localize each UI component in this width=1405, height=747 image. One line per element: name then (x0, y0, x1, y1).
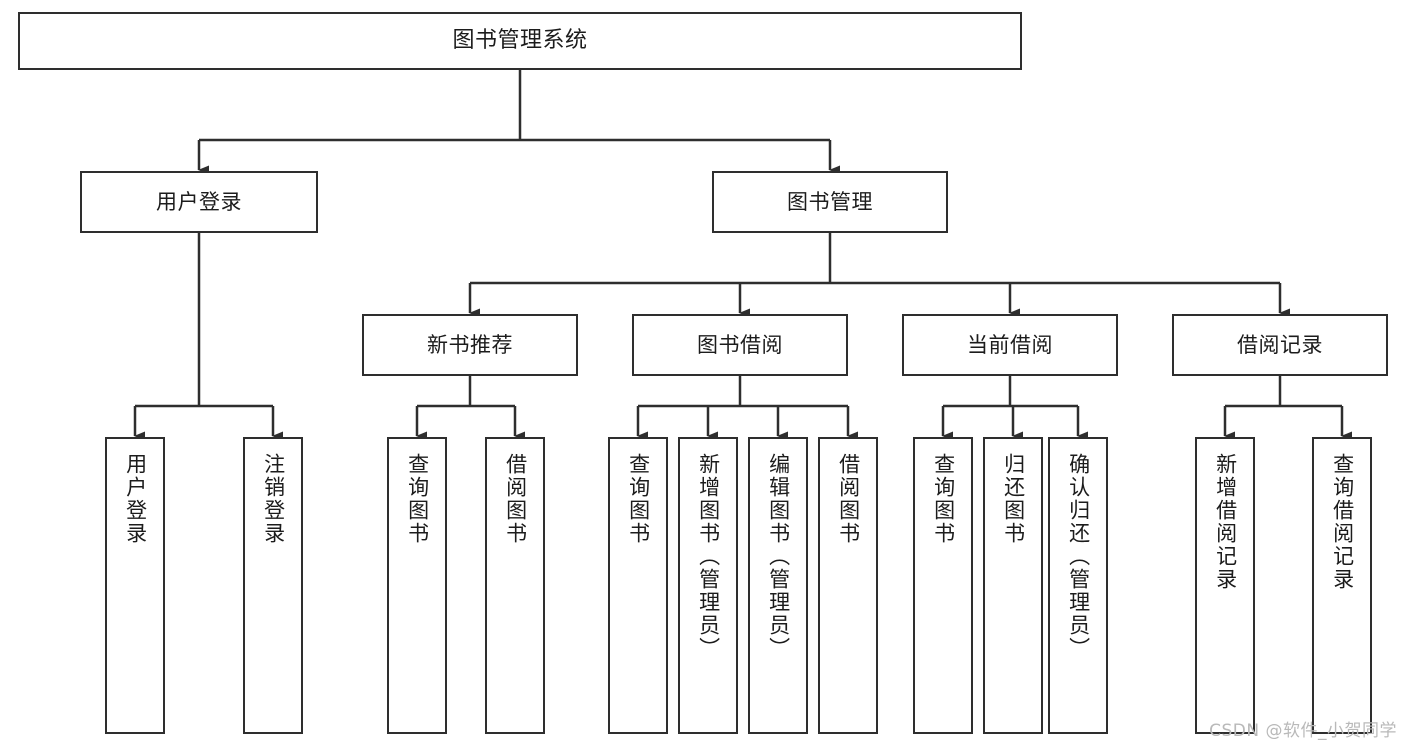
node-leaf-logout[interactable]: 注销登录 (243, 437, 303, 734)
node-book-management[interactable]: 图书管理 (712, 171, 948, 233)
node-leaf-add-book-admin[interactable]: 新增图书（管理员） (678, 437, 738, 734)
node-label: 当前借阅 (967, 332, 1053, 357)
node-leaf-borrow-book-rec[interactable]: 借阅图书 (485, 437, 545, 734)
node-label: 借阅记录 (1237, 332, 1323, 357)
node-leaf-query-book-rec[interactable]: 查询图书 (387, 437, 447, 734)
node-label: 编辑图书（管理员） (766, 453, 791, 660)
node-label: 确认归还（管理员） (1066, 453, 1091, 660)
node-leaf-query-book-current[interactable]: 查询图书 (913, 437, 973, 734)
node-new-book-recommend[interactable]: 新书推荐 (362, 314, 578, 376)
node-leaf-return-book[interactable]: 归还图书 (983, 437, 1043, 734)
node-label: 归还图书 (1001, 453, 1026, 545)
node-label: 图书管理系统 (452, 28, 588, 54)
node-leaf-query-book-borrow[interactable]: 查询图书 (608, 437, 668, 734)
node-root[interactable]: 图书管理系统 (18, 12, 1022, 70)
node-leaf-add-borrow-record[interactable]: 新增借阅记录 (1195, 437, 1255, 734)
node-label: 借阅图书 (503, 453, 528, 545)
node-label: 用户登录 (123, 453, 148, 545)
node-label: 查询图书 (405, 453, 430, 545)
node-label: 查询图书 (626, 453, 651, 545)
node-label: 用户登录 (156, 189, 242, 214)
node-label: 新增借阅记录 (1213, 453, 1238, 591)
node-user-login-l1[interactable]: 用户登录 (80, 171, 318, 233)
node-label: 查询图书 (931, 453, 956, 545)
node-leaf-confirm-return-admin[interactable]: 确认归还（管理员） (1048, 437, 1108, 734)
node-borrow-record[interactable]: 借阅记录 (1172, 314, 1388, 376)
csdn-watermark: CSDN @软件_小贺同学 (1209, 721, 1397, 741)
node-book-borrow[interactable]: 图书借阅 (632, 314, 848, 376)
node-leaf-query-borrow-record[interactable]: 查询借阅记录 (1312, 437, 1372, 734)
node-label: 查询借阅记录 (1330, 453, 1355, 591)
node-label: 图书管理 (787, 189, 873, 214)
node-label: 新增图书（管理员） (696, 453, 721, 660)
node-label: 新书推荐 (427, 332, 513, 357)
node-label: 借阅图书 (836, 453, 861, 545)
node-label: 图书借阅 (697, 332, 783, 357)
node-leaf-borrow-book[interactable]: 借阅图书 (818, 437, 878, 734)
node-current-borrow[interactable]: 当前借阅 (902, 314, 1118, 376)
node-label: 注销登录 (261, 453, 286, 545)
node-leaf-edit-book-admin[interactable]: 编辑图书（管理员） (748, 437, 808, 734)
node-leaf-user-login[interactable]: 用户登录 (105, 437, 165, 734)
